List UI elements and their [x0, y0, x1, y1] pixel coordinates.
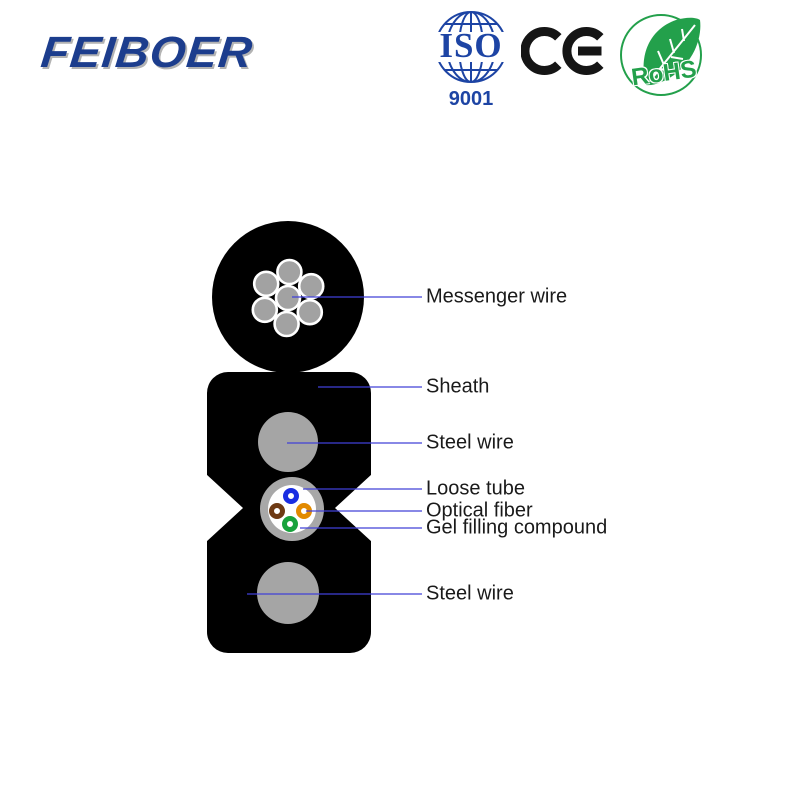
iso-text-band [431, 32, 511, 62]
rohs-leaf-icon [620, 14, 702, 96]
iso-9001-badge: ISO 9001 [429, 8, 513, 110]
iso-label: ISO [439, 26, 503, 65]
ce-mark-svg [520, 27, 604, 75]
label-optical-fiber: Optical fiber [426, 499, 533, 522]
fiber-green [282, 516, 298, 532]
leader-lines [247, 296, 422, 595]
ce-mark-icon [520, 23, 605, 79]
fiber-brown [269, 503, 285, 519]
fiber-blue [283, 488, 299, 504]
label-gel-filling: Gel filling compound [426, 516, 608, 539]
left-tear-notch [206, 474, 243, 542]
iso-9001-label: 9001 [448, 88, 494, 110]
label-messenger-wire: Messenger wire [426, 285, 568, 308]
label-steel-wire-top: Steel wire [426, 431, 514, 454]
label-steel-wire-bottom: Steel wire [426, 582, 514, 605]
messenger-wire-strands [251, 258, 325, 338]
label-loose-tube: Loose tube [426, 477, 525, 500]
steel-wire-bottom [257, 562, 319, 624]
steel-wire-top [258, 412, 318, 472]
label-sheath: Sheath [426, 375, 490, 398]
right-tear-notch [335, 474, 372, 542]
gel-filling-compound-area [268, 485, 316, 533]
iso-globe-icon [431, 11, 511, 83]
rohs-badge: RoHS [615, 6, 707, 104]
